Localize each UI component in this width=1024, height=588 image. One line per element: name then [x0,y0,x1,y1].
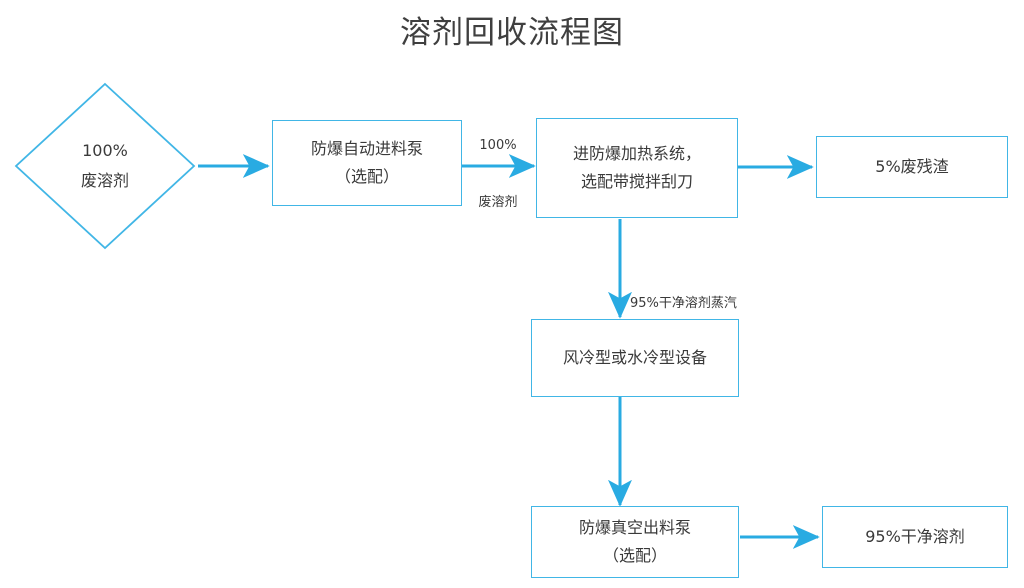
node-feed-pump[interactable]: 防爆自动进料泵 （选配） [272,120,462,206]
node-line: 选配带搅拌刮刀 [580,172,693,191]
node-line: 风冷型或水冷型设备 [562,348,707,367]
node-waste-residue[interactable]: 5%废残渣 [816,136,1008,198]
page-title: 溶剂回收流程图 [400,15,624,51]
node-cooling-equipment[interactable]: 风冷型或水冷型设备 [531,319,739,397]
node-line: （选配） [334,167,399,186]
edge-label-pump-to-heater: 100% 废溶剂 [462,98,534,250]
node-line: 防爆自动进料泵 [310,139,423,158]
diamond-shape [14,82,196,250]
edge-label-heater-to-cooler: 95%干净溶剂蒸汽 [630,256,800,351]
edge-label-line: 废溶剂 [478,195,518,210]
node-waste-solvent-input-label: 100% 废溶剂 [14,82,196,250]
node-vacuum-discharge-pump[interactable]: 防爆真空出料泵 （选配） [531,506,739,578]
edge-label-line: 95%干净溶剂蒸汽 [630,296,737,311]
node-heating-system[interactable]: 进防爆加热系统， 选配带搅拌刮刀 [536,118,738,218]
node-line: （选配） [602,546,667,565]
node-line: 防爆真空出料泵 [578,518,691,537]
node-clean-solvent-output[interactable]: 95%干净溶剂 [822,506,1008,568]
node-line: 5%废残渣 [875,157,949,176]
node-line: 95%干净溶剂 [865,527,965,546]
node-waste-solvent-input[interactable]: 100% 废溶剂 [14,82,196,250]
node-line: 进防爆加热系统， [572,144,701,163]
edge-label-line: 100% [479,138,517,153]
node-line: 废溶剂 [80,171,129,190]
node-line: 100% [82,141,128,160]
